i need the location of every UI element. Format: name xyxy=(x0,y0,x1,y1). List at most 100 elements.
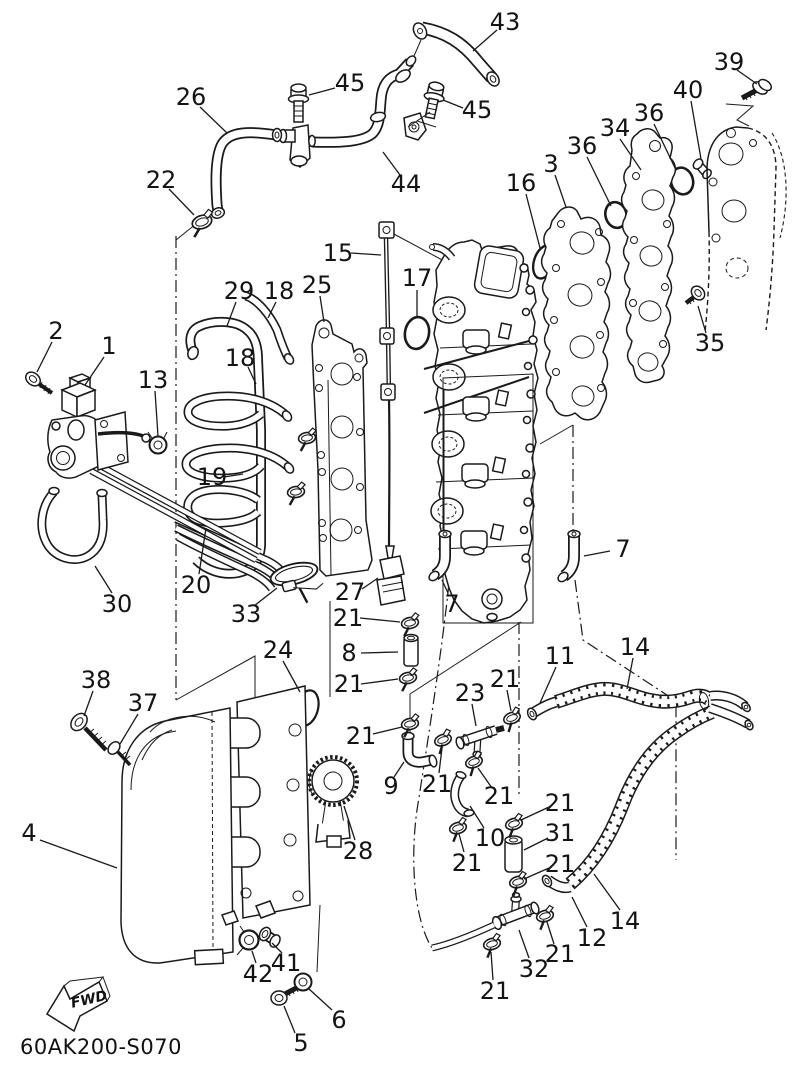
callout-leader-7 xyxy=(441,579,449,594)
callout-leader-36 xyxy=(653,123,677,171)
callout-leader-13 xyxy=(154,390,159,437)
callout-40: 40 xyxy=(673,76,704,104)
callout-leader-33 xyxy=(253,587,278,607)
hose-44 xyxy=(308,55,417,148)
callout-36: 36 xyxy=(567,132,598,160)
solenoid-1 xyxy=(60,373,97,419)
hose-14-ends xyxy=(698,690,754,731)
callout-45: 45 xyxy=(462,96,493,124)
callout-21: 21 xyxy=(545,789,576,817)
callout-leader-7 xyxy=(583,550,611,557)
hose-29 xyxy=(185,316,266,579)
callout-22: 22 xyxy=(146,166,177,194)
callout-leader-28 xyxy=(343,805,356,841)
callout-9: 9 xyxy=(383,772,398,800)
callout-41: 41 xyxy=(271,949,302,977)
airbox-tube xyxy=(431,921,496,952)
callout-leader-11 xyxy=(539,666,557,704)
callout-leader-14 xyxy=(593,873,621,911)
callout-leader-15 xyxy=(350,252,382,256)
fwd-arrow: FWD xyxy=(45,976,111,1033)
callout-leader-21 xyxy=(458,833,465,853)
callout-7: 7 xyxy=(444,590,459,618)
callout-leader-44 xyxy=(382,151,401,176)
engine-block xyxy=(423,239,539,624)
elbow-7-right xyxy=(557,529,581,583)
clamp-33 xyxy=(269,561,324,604)
callout-30: 30 xyxy=(102,590,133,618)
callout-34: 34 xyxy=(600,114,631,142)
gasket-plate-3 xyxy=(540,206,612,421)
callout-leader-40 xyxy=(690,100,702,160)
callout-21: 21 xyxy=(422,770,453,798)
callout-leader-27 xyxy=(361,577,379,590)
callout-18: 18 xyxy=(225,344,256,372)
pump-body xyxy=(47,411,129,479)
bolt-39 xyxy=(725,78,773,127)
callout-23: 23 xyxy=(455,679,486,707)
airbox-shell xyxy=(120,707,276,966)
callout-13: 13 xyxy=(138,366,169,394)
callout-44: 44 xyxy=(391,170,422,198)
callout-leader-12 xyxy=(571,896,588,928)
pump-hoses xyxy=(89,460,262,563)
callout-17: 17 xyxy=(402,264,433,292)
callout-leader-41 xyxy=(271,942,283,954)
hose-10 xyxy=(450,770,475,818)
callout-27: 27 xyxy=(335,578,366,606)
hose-12 xyxy=(541,874,572,894)
gasket-plate-right xyxy=(704,126,777,333)
airbox-4 xyxy=(120,685,311,966)
callout-leader-36 xyxy=(586,156,612,207)
hose-43 xyxy=(412,21,500,87)
callout-leader-30 xyxy=(94,565,113,594)
callout-leader-31 xyxy=(523,837,549,851)
callout-21: 21 xyxy=(545,850,576,878)
callout-leader-21 xyxy=(506,689,512,712)
callout-leader-18 xyxy=(267,301,277,319)
oring-17 xyxy=(403,315,431,351)
callout-35: 35 xyxy=(695,329,726,357)
callout-leader-34 xyxy=(619,138,642,171)
callout-leader-19 xyxy=(223,473,244,478)
diagram-code: 60AK200-S070 xyxy=(20,1035,182,1059)
callout-26: 26 xyxy=(176,83,207,111)
bolt-38 xyxy=(70,712,108,752)
bolt-45-left xyxy=(287,83,310,123)
elbow-7-left xyxy=(428,390,452,582)
callout-leader-21 xyxy=(523,867,550,880)
hose-30 xyxy=(37,486,108,564)
callout-6: 6 xyxy=(331,1006,346,1034)
callout-36: 36 xyxy=(634,99,665,127)
callout-43: 43 xyxy=(490,8,521,36)
callout-21: 21 xyxy=(545,940,576,968)
callout-32: 32 xyxy=(519,955,550,983)
callout-14: 14 xyxy=(610,907,641,935)
callout-leader-23 xyxy=(471,703,477,727)
callout-31: 31 xyxy=(545,819,576,847)
callout-leader-20 xyxy=(198,527,207,575)
callout-21: 21 xyxy=(490,665,521,693)
callout-leader-8 xyxy=(360,651,399,654)
callout-leader-5 xyxy=(283,1005,296,1034)
hose-26 xyxy=(210,127,283,219)
callout-leader-3 xyxy=(554,174,567,208)
grommet-42 xyxy=(236,925,260,956)
hose-18-upper xyxy=(244,291,295,365)
callout-28: 28 xyxy=(343,837,374,865)
callout-leader-39 xyxy=(736,69,758,85)
hose-11 xyxy=(526,696,558,721)
intake-plate-25 xyxy=(285,319,373,577)
callout-29: 29 xyxy=(224,277,255,305)
callout-24: 24 xyxy=(263,636,294,664)
callout-14: 14 xyxy=(620,633,651,661)
callout-leader-9 xyxy=(393,761,405,778)
callout-42: 42 xyxy=(243,960,274,988)
callout-21: 21 xyxy=(452,849,483,877)
corrugated-hose-14-bottom xyxy=(565,705,715,890)
callout-16: 16 xyxy=(506,169,537,197)
callout-12: 12 xyxy=(577,924,608,952)
callout-leader-29 xyxy=(226,301,237,327)
